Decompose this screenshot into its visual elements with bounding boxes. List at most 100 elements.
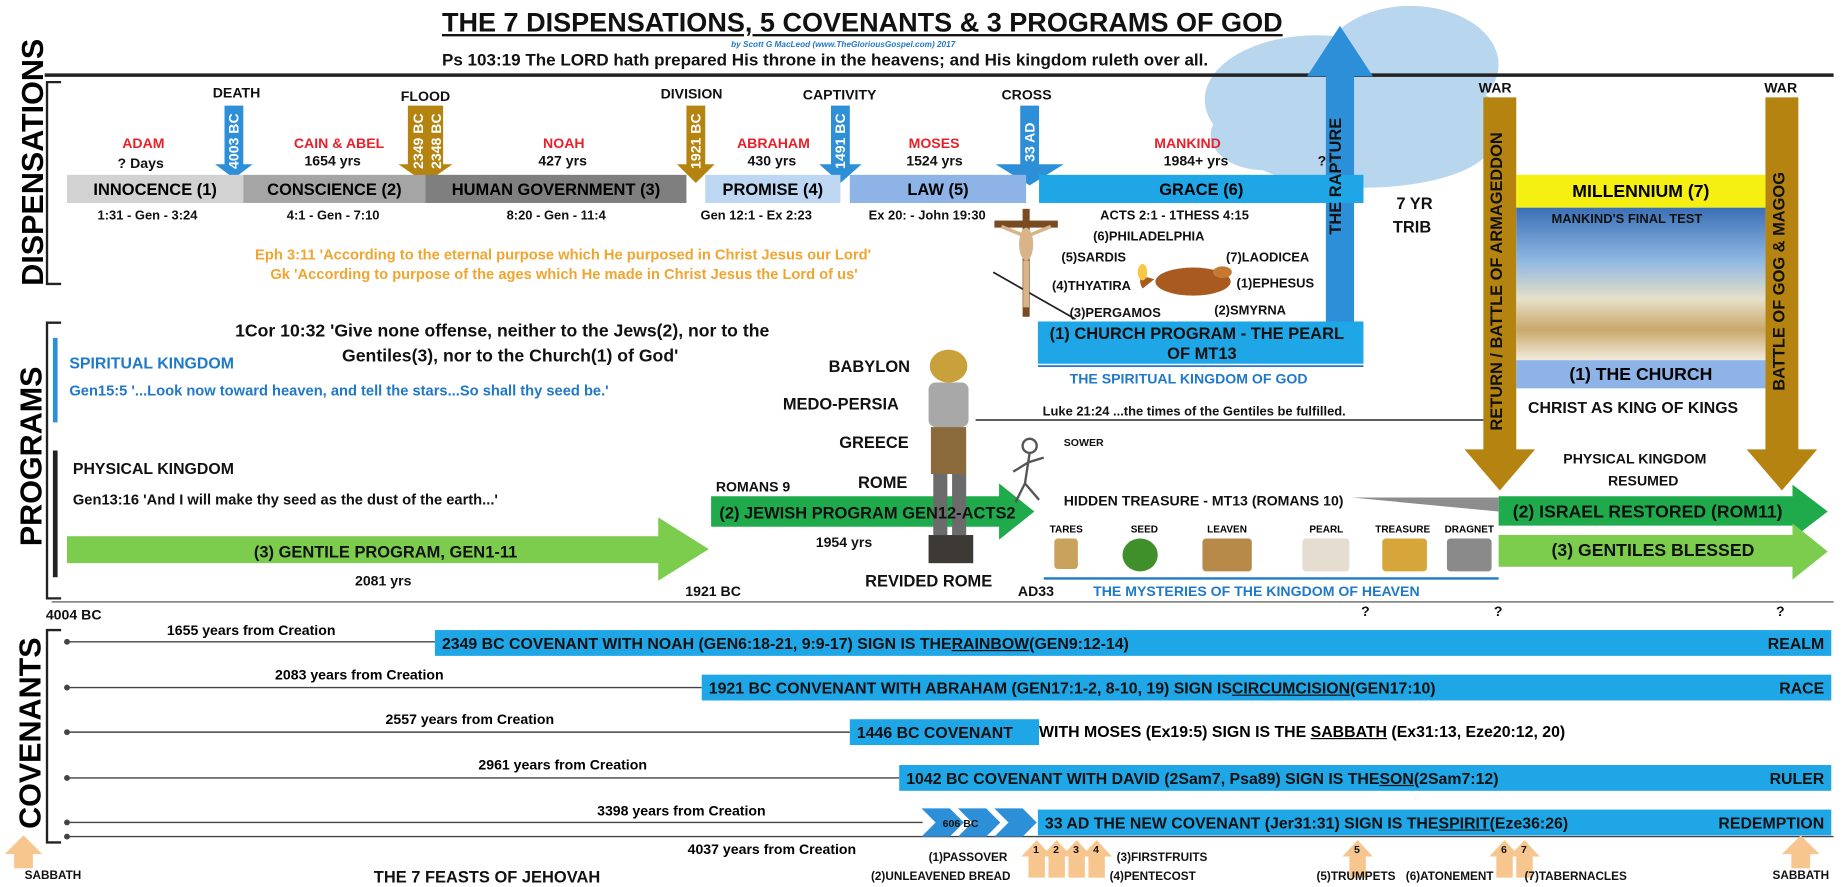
- church-philadelphia: (6)PHILADELPHIA: [1093, 229, 1205, 245]
- oil-lamp-icon: [1137, 263, 1232, 296]
- covenant-noah-bar: 2349 BC COVENANT WITH NOAH (GEN6:18-21, …: [434, 630, 1832, 656]
- sabbath-right: SABBATH: [1772, 869, 1830, 883]
- feast-atonement: (6)ATONEMENT: [1405, 870, 1494, 884]
- flood-date-2: 2348 BC: [427, 113, 445, 169]
- parable-seed-label: SEED: [1130, 523, 1158, 536]
- flood-date-1: 2349 BC: [410, 113, 427, 169]
- covenant-moses-ref: (Ex31:13, Eze20:12, 20): [1387, 722, 1566, 741]
- armageddon-arrow: [1464, 97, 1536, 491]
- covenant-moses-text: WITH MOSES (Ex19:5) SIGN IS THE: [1039, 722, 1311, 741]
- noah-years: 1655 years from Creation: [166, 621, 336, 639]
- physical-kingdom-label: PHYSICAL KINGDOM: [72, 459, 234, 478]
- covenant-moses-bar: 1446 BC COVENANT: [849, 719, 1040, 746]
- death-arrow: [215, 105, 253, 179]
- division-arrow: [677, 105, 715, 184]
- dispensations-bracket: [45, 80, 62, 286]
- bar-conscience: CONSCIENCE (2): [243, 174, 426, 203]
- bar-law: LAW (5): [849, 174, 1027, 203]
- bar-grace: GRACE (6): [1039, 174, 1364, 203]
- covenant-david-tag: RULER: [1769, 769, 1825, 787]
- bar-the-church: (1) THE CHURCH: [1516, 360, 1766, 389]
- date-606bc: 606 BC: [942, 817, 979, 830]
- section-covenants: COVENANTS: [12, 637, 48, 829]
- gog-magog-label: BATTLE OF GOG & MAGOG: [1768, 172, 1788, 391]
- hidden-treasure-label: HIDDEN TREASURE - MT13 (ROMANS 10): [1063, 492, 1344, 510]
- christ-king-label: CHRIST AS KING OF KINGS: [1528, 398, 1739, 417]
- physical-resumed-1: PHYSICAL KINGDOM: [1563, 450, 1707, 467]
- crucifix-icon: [994, 208, 1058, 317]
- sabbath-left: SABBATH: [24, 869, 82, 883]
- death-date: 4003 BC: [225, 113, 243, 169]
- moses-duration: 1524 yrs: [906, 152, 963, 169]
- section-programs: PROGRAMS: [13, 366, 49, 547]
- gentile-duration: 2081 yrs: [354, 572, 412, 589]
- captivity-arrow: [819, 105, 862, 184]
- dragnet-icon: [1446, 538, 1492, 572]
- cor-verse-2: Gentiles(3), nor to the Church(1) of God…: [342, 346, 679, 367]
- gen15-verse: Gen15:5 '...Look now toward heaven, and …: [69, 382, 609, 399]
- noah-duration: 427 yrs: [538, 152, 587, 169]
- church-program-box: [1037, 321, 1364, 364]
- tree-icon: [1122, 538, 1158, 572]
- jewish-duration: 1954 yrs: [815, 533, 873, 551]
- eph-verse-1: Eph 3:11 'According to the eternal purpo…: [255, 246, 872, 263]
- armageddon-label: RETURN / BATTLE OF ARMAGEDDON: [1486, 132, 1506, 431]
- label-adam: ADAM: [122, 134, 165, 152]
- bar-innocence: INNOCENCE (1): [66, 174, 244, 203]
- ref-promise: Gen 12:1 - Ex 2:23: [700, 208, 812, 223]
- covenant-noah-tag: REALM: [1767, 634, 1825, 652]
- label-noah: NOAH: [543, 134, 585, 152]
- feast-number-5: 5: [1354, 843, 1360, 856]
- covenant-noah-sign: RAINBOW: [951, 634, 1030, 652]
- covenant-noah-ref: (GEN9:12-14): [1029, 634, 1129, 652]
- ref-conscience: 4:1 - Gen - 7:10: [286, 208, 380, 223]
- luke-verse: Luke 21:24 ...the times of the Gentiles …: [1042, 404, 1346, 419]
- gentile-program-label: (3) GENTILE PROGRAM, GEN1-11: [253, 542, 518, 561]
- mankind-duration: 1984+ yrs: [1163, 152, 1229, 169]
- event-cross: CROSS: [1001, 86, 1052, 104]
- section-dispensations: DISPENSATIONS: [14, 38, 50, 286]
- grace-question: ?: [1317, 152, 1327, 169]
- event-death: DEATH: [212, 84, 261, 101]
- church-program-2: OF MT13: [1167, 343, 1237, 363]
- last-years: 4037 years from Creation: [687, 841, 857, 858]
- programs-bracket: [45, 321, 62, 600]
- kingdom-medo-persia: MEDO-PERSIA: [782, 394, 899, 414]
- kingdom-greece: GREECE: [839, 432, 909, 452]
- daniel-statue-icon: [928, 349, 974, 564]
- date-1921bc: 1921 BC: [685, 583, 741, 600]
- covenant-lines: [66, 641, 1834, 838]
- feast-unleavened: (2)UNLEAVENED BREAD: [870, 870, 1011, 884]
- abraham-duration: 430 yrs: [747, 152, 797, 169]
- adam-duration: ? Days: [117, 154, 164, 172]
- covenant-noah-text: 2349 BC COVENANT WITH NOAH (GEN6:18-21, …: [441, 634, 952, 652]
- feast-number-2: 2: [1053, 843, 1060, 856]
- event-flood: FLOOD: [400, 87, 451, 105]
- abraham-years: 2083 years from Creation: [275, 666, 444, 683]
- heaven-cloud: [1204, 5, 1505, 188]
- feast-number-4: 4: [1093, 843, 1100, 856]
- physical-resumed-2: RESUMED: [1607, 472, 1679, 490]
- church-sardis: (5)SARDIS: [1061, 251, 1127, 266]
- israel-restored-label: (2) ISRAEL RESTORED (ROM11): [1512, 502, 1783, 523]
- bar-human-government: HUMAN GOVERNMENT (3): [425, 174, 687, 203]
- feast-tabernacles: (7)TABERNACLES: [1524, 870, 1627, 884]
- captivity-date: 1491 BC: [832, 113, 849, 169]
- covenant-david-sign: SON: [1379, 769, 1414, 787]
- covenant-david-bar: 1042 BC COVENANT WITH DAVID (2Sam7, Psa8…: [899, 764, 1832, 791]
- covenant-abraham-bar: 1921 BC CONVENANT WITH ABRAHAM (GEN17:1-…: [701, 674, 1832, 701]
- gen13-verse: Gen13:16 'And I will make thy seed as th…: [72, 491, 498, 509]
- division-date: 1921 BC: [687, 113, 705, 169]
- bread-icon: [1202, 538, 1252, 572]
- parable-pearl-label: PEARL: [1309, 523, 1344, 536]
- event-division: DIVISION: [660, 85, 723, 103]
- event-captivity: CAPTIVITY: [802, 86, 877, 104]
- cross-arrow: [995, 105, 1064, 186]
- cain-duration: 1654 yrs: [304, 152, 361, 169]
- feast-arrows: [4, 835, 1820, 878]
- ref-human-government: 8:20 - Gen - 11:4: [506, 208, 606, 223]
- church-laodicea: (7)LAODICEA: [1225, 251, 1310, 266]
- trib-label-2: TRIB: [1392, 217, 1432, 236]
- covenants-bracket: [45, 628, 62, 844]
